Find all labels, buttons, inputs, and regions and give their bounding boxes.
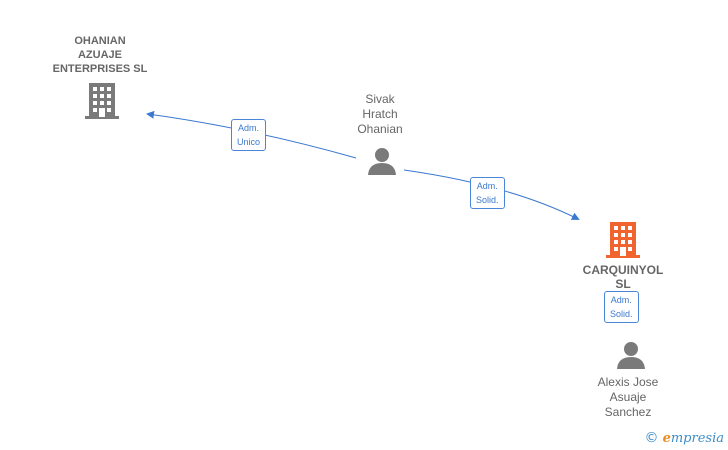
- edge-label-line: Adm.: [476, 181, 498, 191]
- person-label-alexis[interactable]: Alexis Jose Asuaje Sanchez: [580, 375, 676, 420]
- label-line: Asuaje: [609, 390, 647, 404]
- edge-label-line: Unico: [237, 137, 261, 147]
- edge-label-adm-unico[interactable]: Adm. Unico: [231, 119, 267, 151]
- edge-label-adm-solid-alexis[interactable]: Adm. Solid.: [604, 291, 639, 323]
- company-label-ohanian-azuaje[interactable]: OHANIAN AZUAJE ENTERPRISES SL: [40, 34, 160, 76]
- label-line: Sanchez: [604, 405, 652, 419]
- person-label-sivak[interactable]: Sivak Hratch Ohanian: [335, 92, 425, 137]
- building-icon[interactable]: [85, 83, 119, 119]
- edge-label-line: Solid.: [610, 309, 633, 319]
- person-icon[interactable]: [616, 340, 646, 370]
- building-icon[interactable]: [606, 222, 640, 258]
- edge-label-line: Adm.: [610, 295, 632, 305]
- edge-label-adm-solid-sivak[interactable]: Adm. Solid.: [470, 177, 505, 209]
- label-line: Sivak: [365, 92, 395, 106]
- label-line: Ohanian: [357, 122, 403, 136]
- label-line: SL: [615, 277, 631, 291]
- edge-label-line: Solid.: [476, 195, 499, 205]
- label-line: Hratch: [362, 107, 398, 121]
- company-label-carquinyol[interactable]: CARQUINYOL SL: [570, 263, 676, 291]
- label-line: OHANIAN: [74, 35, 126, 47]
- brand-name: mpresia: [670, 431, 724, 446]
- copyright-symbol: ©: [644, 430, 659, 446]
- label-line: ENTERPRISES SL: [52, 63, 148, 75]
- label-line: CARQUINYOL: [582, 263, 664, 277]
- label-line: AZUAJE: [77, 49, 122, 61]
- empresia-watermark[interactable]: © empresia: [644, 430, 724, 446]
- brand-initial: e: [662, 431, 671, 446]
- edge-label-line: Adm.: [238, 123, 260, 133]
- label-line: Alexis Jose: [597, 375, 659, 389]
- person-icon[interactable]: [367, 146, 397, 176]
